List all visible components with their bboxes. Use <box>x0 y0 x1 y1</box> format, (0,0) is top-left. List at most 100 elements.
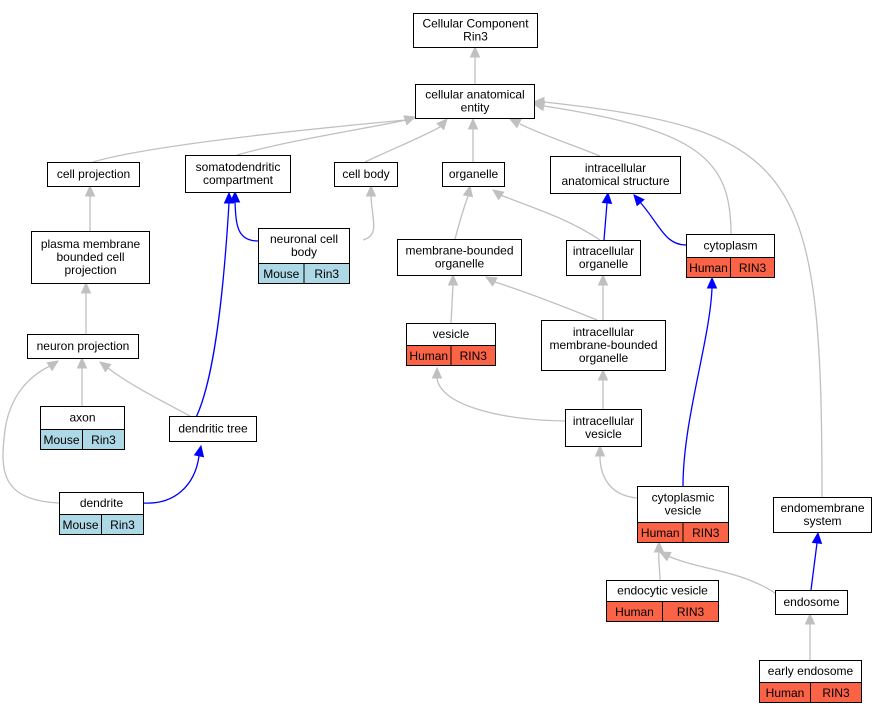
edge-gray <box>667 555 776 594</box>
node-label: compartment <box>203 173 274 187</box>
node-organelle[interactable]: organelle <box>442 162 505 187</box>
species-badge: Human RIN3 <box>637 522 729 543</box>
node-label: cell body <box>342 167 389 181</box>
node-box <box>258 228 350 264</box>
edge-blue <box>639 201 687 246</box>
node-box <box>550 156 681 194</box>
node-label: vesicle <box>433 327 470 341</box>
arrow-head <box>436 118 448 131</box>
node-label: cellular anatomical <box>425 88 524 102</box>
node-endosome[interactable]: endosome <box>775 590 848 615</box>
node-label: vesicle <box>665 504 702 518</box>
node-label: anatomical structure <box>561 174 669 188</box>
node-label: intracellular <box>573 414 634 428</box>
edge-gray <box>436 377 566 422</box>
node-cell-body[interactable]: cell body <box>334 162 398 187</box>
node-label: axon <box>69 411 95 425</box>
edge-blue <box>189 202 230 429</box>
gene-cell <box>730 257 775 278</box>
edge-gray <box>543 105 732 235</box>
arrow-head <box>706 276 718 289</box>
gene-cell <box>662 601 719 622</box>
node-box <box>773 497 872 533</box>
node-box <box>442 162 505 187</box>
node-box <box>566 240 641 276</box>
arrow-head <box>811 531 823 544</box>
arrow-head <box>462 184 474 198</box>
node-label: neuronal cell <box>270 232 338 246</box>
node-label: membrane-bounded <box>549 338 657 352</box>
node-neuron-projection[interactable]: neuron projection <box>27 334 139 359</box>
node-dendritic-tree[interactable]: dendritic tree <box>169 416 257 442</box>
species-label: Mouse <box>62 518 98 532</box>
edge-gray <box>364 126 441 163</box>
edge-gray <box>236 119 407 156</box>
node-box <box>413 13 538 48</box>
arrow-head <box>597 368 609 381</box>
species-label: Human <box>641 526 680 540</box>
edge-blue <box>603 202 608 241</box>
node-box <box>397 239 522 276</box>
gene-cell <box>101 514 144 535</box>
arrow-head <box>46 360 60 372</box>
node-label: vesicle <box>585 427 622 441</box>
node-label: projection <box>64 263 116 277</box>
gene-cell <box>303 263 350 284</box>
gene-label: Rin3 <box>314 267 339 281</box>
node-box <box>775 590 848 615</box>
species-label: Human <box>766 686 805 700</box>
node-label: endomembrane <box>780 501 864 515</box>
node-label: dendritic tree <box>178 422 248 436</box>
edge-blue <box>142 455 200 504</box>
node-label: endocytic vesicle <box>617 584 708 598</box>
arrow-head <box>492 189 505 201</box>
node-label: organelle <box>579 257 629 271</box>
edge-gray <box>543 101 823 498</box>
node-cell-projection[interactable]: cell projection <box>47 162 140 187</box>
edge-blue <box>682 287 713 487</box>
node-label: organelle <box>435 257 485 271</box>
arrow-head <box>229 190 241 203</box>
arrow-head <box>193 444 205 458</box>
arrow-head <box>469 45 481 58</box>
node-box <box>415 84 535 119</box>
node-label: body <box>291 245 317 259</box>
edge-gray <box>599 455 638 499</box>
arrow-head <box>532 96 545 108</box>
node-box <box>565 409 642 447</box>
arrow-head <box>467 117 479 130</box>
node-label: organelle <box>579 351 629 365</box>
edge-gray <box>519 123 601 157</box>
arrow-head <box>447 273 459 286</box>
edge-gray <box>499 194 601 241</box>
gene-label: RIN3 <box>692 526 720 540</box>
edge-gray <box>2 364 60 504</box>
edge-gray <box>494 281 598 321</box>
arrow-head <box>484 276 498 287</box>
node-label: cytoplasm <box>703 239 757 253</box>
gene-label: RIN3 <box>460 349 488 363</box>
